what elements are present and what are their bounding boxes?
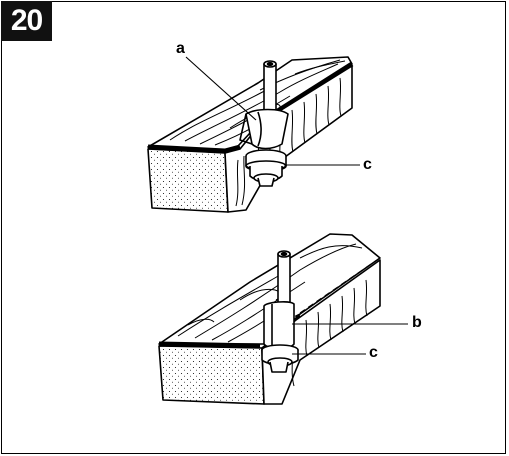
label-c-bottom: c bbox=[369, 344, 378, 361]
top-leader-lines bbox=[185, 56, 360, 166]
bottom-leader-lines bbox=[292, 323, 408, 355]
top-router-bit bbox=[239, 60, 289, 187]
label-c-top: c bbox=[363, 156, 372, 173]
label-b: b bbox=[412, 314, 422, 331]
figure-number: 20 bbox=[1, 1, 52, 41]
bottom-router-bit bbox=[261, 250, 299, 373]
label-a: a bbox=[176, 40, 185, 57]
